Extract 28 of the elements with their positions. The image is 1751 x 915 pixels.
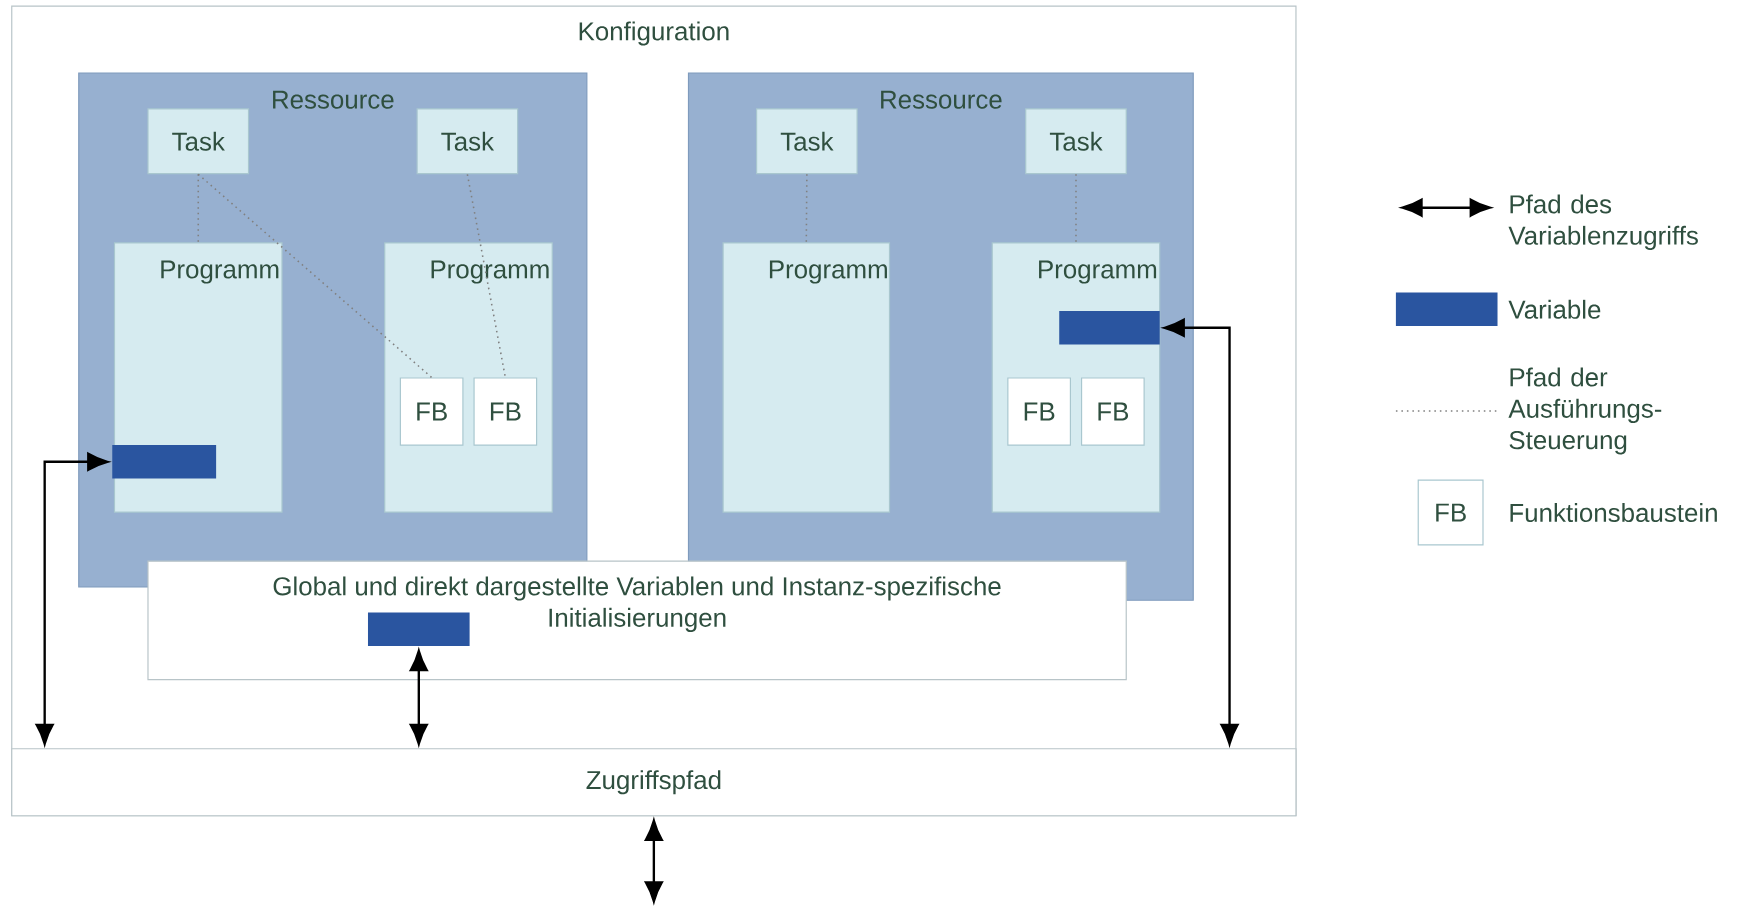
legend-label: Pfad des Variablenzugriffs	[1508, 194, 1698, 251]
function-block-box: FB	[1007, 377, 1071, 446]
function-block-box: FB	[1081, 377, 1145, 446]
legend-box: FB	[1417, 479, 1484, 546]
control-path-line	[466, 173, 507, 379]
control-path-line	[805, 173, 808, 244]
access-path-band: Zugriffspfad	[11, 748, 1297, 817]
access-arrow	[1163, 318, 1239, 746]
task-box: Task	[756, 108, 858, 175]
variable-bar	[368, 612, 470, 647]
legend-label: Variable	[1508, 300, 1601, 320]
access-arrow	[35, 452, 109, 746]
control-path-line	[197, 173, 433, 379]
program-box: Programm	[722, 242, 891, 513]
variable-bar	[1059, 311, 1160, 345]
program-box: Programm	[113, 242, 283, 513]
legend-label: Pfad der Ausführungs-Steuerung	[1508, 367, 1662, 455]
global-variables-box: Global und direkt dargestellte Variablen und Instanz-spezifische Initialisierungen	[147, 560, 1127, 681]
function-block-box: FB	[399, 377, 464, 446]
access-arrow	[644, 819, 663, 903]
legend-label: Funktionsbaustein	[1510, 503, 1717, 523]
variable-bar	[112, 445, 217, 479]
task-box: Task	[416, 108, 519, 175]
control-path-line	[1075, 173, 1077, 244]
function-block-box: FB	[473, 377, 538, 446]
control-path-line	[197, 173, 200, 244]
task-box: Task	[147, 108, 250, 175]
task-box: Task	[1025, 108, 1127, 175]
